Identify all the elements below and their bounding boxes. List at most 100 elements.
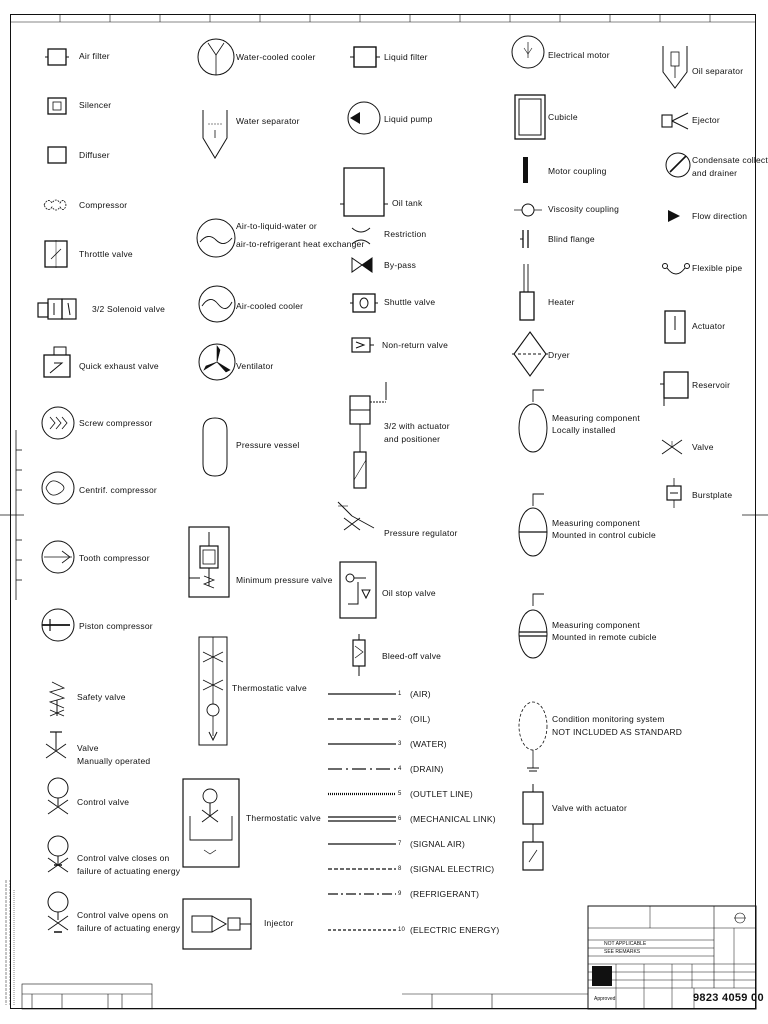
dryer-icon bbox=[512, 331, 548, 377]
label-thermostatic-valve-1: Thermostatic valve bbox=[232, 683, 307, 693]
ventilator-icon bbox=[198, 343, 236, 381]
label-air-filter: Air filter bbox=[79, 51, 110, 61]
label-valve-with-actuator: Valve with actuator bbox=[552, 803, 627, 813]
side-marks-right bbox=[742, 514, 768, 516]
compressor-icon bbox=[43, 199, 67, 211]
label-burstplate: Burstplate bbox=[692, 490, 733, 500]
document-number: 9823 4059 00 bbox=[693, 992, 764, 1004]
blind-flange-icon bbox=[520, 230, 529, 248]
label-valve-1: Valve bbox=[77, 743, 99, 753]
solenoid-valve-icon bbox=[37, 298, 77, 320]
label-by-pass: By-pass bbox=[384, 260, 417, 270]
tb-note-1: NOT APPLICABLE bbox=[604, 941, 647, 947]
label-quick-exhaust-valve: Quick exhaust valve bbox=[79, 361, 159, 371]
silencer-icon bbox=[47, 97, 67, 115]
label-actuator-valve-1: 3/2 with actuator bbox=[384, 421, 450, 431]
non-return-valve-icon bbox=[351, 337, 374, 353]
side-marks bbox=[0, 430, 24, 600]
label-oil-stop-valve: Oil stop valve bbox=[382, 588, 436, 598]
label-failure-opens: failure of actuating energy bbox=[77, 923, 181, 933]
label-control-cubicle: Mounted in control cubicle bbox=[552, 530, 656, 540]
label-liquid-pump: Liquid pump bbox=[384, 114, 433, 124]
line-code-2: 2 bbox=[398, 716, 402, 722]
pressure-regulator-icon bbox=[337, 501, 375, 531]
oil-separator-icon bbox=[662, 46, 688, 89]
label-reservoir: Reservoir bbox=[692, 380, 731, 390]
diffuser-icon bbox=[47, 146, 67, 164]
safety-valve-icon bbox=[48, 681, 66, 717]
measuring-local-icon bbox=[518, 389, 548, 453]
top-ruler bbox=[10, 14, 756, 23]
reservoir-icon bbox=[660, 371, 689, 406]
actuator-valve-icon bbox=[349, 382, 387, 489]
label-piston-compressor: Piston compressor bbox=[79, 621, 153, 631]
label-control-valve-opens: Control valve opens on bbox=[77, 910, 169, 920]
line-name-5: (OUTLET LINE) bbox=[410, 789, 473, 799]
label-valve-2: Valve bbox=[692, 442, 714, 452]
valve-with-actuator-icon bbox=[522, 784, 544, 871]
flow-direction-icon bbox=[668, 210, 680, 222]
actuator-icon bbox=[664, 310, 686, 344]
thermostatic-valve-icon-2 bbox=[182, 778, 240, 868]
label-water-cooled-cooler: Water-cooled cooler bbox=[236, 52, 316, 62]
label-locally-installed: Locally installed bbox=[552, 425, 616, 435]
heater-icon bbox=[519, 264, 535, 321]
line-code-4: 4 bbox=[398, 766, 402, 772]
line-code-7: 7 bbox=[398, 841, 402, 847]
liquid-pump-icon bbox=[347, 101, 381, 135]
measuring-control-cubicle-icon bbox=[518, 493, 548, 557]
pressure-vessel-icon bbox=[202, 417, 228, 477]
air-filter-icon bbox=[45, 48, 69, 66]
label-diffuser: Diffuser bbox=[79, 150, 110, 160]
label-failure-closes: failure of actuating energy bbox=[77, 866, 181, 876]
burstplate-icon bbox=[666, 478, 682, 508]
label-heat-exchanger-1: Air-to-liquid-water or bbox=[236, 221, 317, 231]
drawing-frame bbox=[10, 14, 756, 1009]
label-pressure-vessel: Pressure vessel bbox=[236, 440, 300, 450]
label-cubicle: Cubicle bbox=[548, 112, 578, 122]
label-actuator-valve-2: and positioner bbox=[384, 434, 441, 444]
oil-stop-valve-icon bbox=[339, 561, 377, 619]
line-name-6: (MECHANICAL LINK) bbox=[410, 814, 496, 824]
condensate-collector-icon bbox=[665, 152, 691, 178]
label-restriction: Restriction bbox=[384, 229, 427, 239]
shuttle-valve-icon bbox=[350, 293, 378, 313]
line-name-2: (OIL) bbox=[410, 714, 431, 724]
cubicle-icon bbox=[514, 94, 546, 140]
label-air-cooled-cooler: Air-cooled cooler bbox=[236, 301, 304, 311]
control-valve-closes-icon bbox=[47, 835, 69, 873]
label-minimum-pressure-valve: Minimum pressure valve bbox=[236, 575, 333, 585]
injector-icon bbox=[182, 898, 252, 950]
quick-exhaust-valve-icon bbox=[43, 346, 71, 378]
line-type-samples bbox=[328, 693, 396, 931]
valve-icon bbox=[661, 439, 683, 455]
label-silencer: Silencer bbox=[79, 100, 112, 110]
label-bleed-off-valve: Bleed-off valve bbox=[382, 651, 442, 661]
line-code-5: 5 bbox=[398, 791, 402, 797]
tb-approved: Approved bbox=[594, 996, 616, 1002]
revision-strip bbox=[21, 983, 588, 1010]
throttle-valve-icon bbox=[44, 240, 68, 268]
line-name-4: (DRAIN) bbox=[410, 764, 444, 774]
air-cooled-cooler-icon bbox=[198, 285, 236, 323]
label-condensate-2: and drainer bbox=[692, 168, 738, 178]
label-heat-exchanger-2: air-to-refrigerant heat exchanger bbox=[236, 239, 365, 249]
label-measuring-3: Measuring component bbox=[552, 620, 640, 630]
label-motor-coupling: Motor coupling bbox=[548, 166, 607, 176]
label-solenoid-valve: 3/2 Solenoid valve bbox=[92, 304, 166, 314]
oil-tank-icon bbox=[340, 167, 388, 217]
label-liquid-filter: Liquid filter bbox=[384, 52, 428, 62]
centrifugal-compressor-icon bbox=[41, 471, 75, 505]
label-dryer: Dryer bbox=[548, 350, 570, 360]
label-condensate-1: Condensate collector bbox=[692, 155, 768, 165]
screw-compressor-icon bbox=[41, 406, 75, 440]
label-compressor: Compressor bbox=[79, 200, 128, 210]
label-tooth-compressor: Tooth compressor bbox=[79, 553, 150, 563]
line-name-1: (AIR) bbox=[410, 689, 431, 699]
line-code-1: 1 bbox=[398, 691, 402, 697]
label-oil-separator: Oil separator bbox=[692, 66, 744, 76]
label-ventilator: Ventilator bbox=[236, 361, 274, 371]
title-block-grid bbox=[587, 905, 757, 1010]
electrical-motor-icon bbox=[511, 35, 545, 69]
